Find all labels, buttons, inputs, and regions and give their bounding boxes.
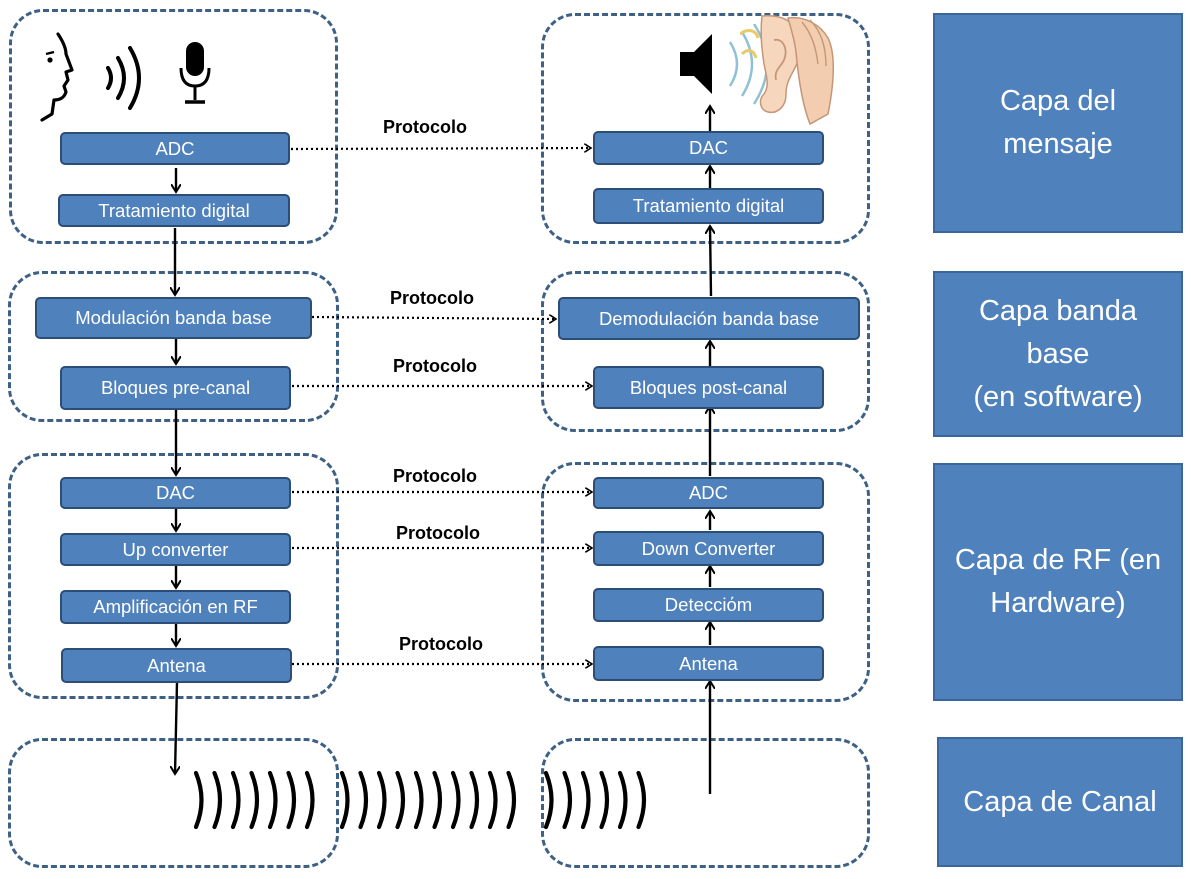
rf-layer-box: Capa de RF (en Hardware) bbox=[933, 463, 1183, 701]
tx-prechannel-block: Bloques pre-canal bbox=[60, 366, 291, 410]
channel-layer-box: Capa de Canal bbox=[937, 737, 1183, 867]
protocol-lines bbox=[290, 148, 592, 664]
rx-channel-group bbox=[541, 738, 870, 868]
sound-waves-icon bbox=[106, 46, 141, 110]
protocol-label: Protocolo bbox=[383, 117, 467, 137]
tx-rf-group bbox=[8, 453, 339, 699]
tx-antenna-block: Antena bbox=[61, 648, 292, 683]
baseband-layer-line: (en software) bbox=[973, 380, 1143, 413]
protocol-label: Protocolo bbox=[393, 466, 477, 486]
tx-channel-group bbox=[8, 738, 339, 868]
message-layer-line: Capa del bbox=[999, 85, 1117, 117]
radio-waves-icon bbox=[193, 770, 647, 830]
speaker-icon bbox=[680, 24, 769, 105]
baseband-layer-line: Capa banda bbox=[978, 294, 1137, 327]
rx-downconverter-block: Down Converter bbox=[593, 531, 824, 566]
tx-baseband-group bbox=[8, 271, 339, 422]
rx-dac-block: DAC bbox=[593, 131, 824, 165]
rx-flow-arrows bbox=[710, 106, 711, 794]
protocol-label: Protocolo bbox=[390, 288, 474, 308]
rx-adc-block: ADC bbox=[593, 477, 824, 509]
baseband-layer-line: base bbox=[1026, 337, 1090, 370]
rx-postchannel-block: Bloques post-canal bbox=[593, 366, 824, 409]
tx-baseband-modulation-block: Modulación banda base bbox=[35, 297, 312, 339]
rx-baseband-group bbox=[541, 271, 870, 432]
protocol-label: Protocolo bbox=[396, 523, 480, 543]
rx-baseband-demodulation-block: Demodulación banda base bbox=[558, 297, 860, 340]
tx-adc-block: ADC bbox=[60, 132, 290, 165]
ear-hand-icon bbox=[740, 15, 835, 126]
tx-digital-processing-block: Tratamiento digital bbox=[58, 194, 290, 227]
tx-flow-arrows bbox=[175, 168, 177, 774]
rx-rf-group bbox=[541, 462, 870, 702]
rx-detection-block: Detecciόm bbox=[593, 588, 824, 622]
rx-digital-processing-block: Tratamiento digital bbox=[593, 188, 824, 224]
tx-upconverter-block: Up converter bbox=[60, 533, 291, 566]
rf-layer-line: Capa de RF (en bbox=[954, 544, 1162, 576]
rx-antenna-block: Antena bbox=[593, 646, 824, 681]
rx-message-group bbox=[541, 13, 870, 244]
tx-message-group bbox=[9, 9, 338, 244]
rf-layer-line: Hardware) bbox=[990, 587, 1126, 619]
protocol-label: Protocolo bbox=[393, 356, 477, 376]
message-layer-box: Capa del mensaje bbox=[933, 13, 1183, 233]
channel-layer-line: Capa de Canal bbox=[963, 785, 1157, 818]
message-layer-line: mensaje bbox=[1003, 128, 1113, 160]
tx-rf-amplification-block: Amplificación en RF bbox=[60, 590, 291, 624]
baseband-layer-box: Capa banda base (en software) bbox=[933, 271, 1183, 437]
microphone-icon bbox=[179, 42, 211, 104]
speaking-face-icon bbox=[40, 32, 74, 122]
tx-dac-block: DAC bbox=[60, 477, 291, 509]
protocol-label: Protocolo bbox=[399, 634, 483, 654]
